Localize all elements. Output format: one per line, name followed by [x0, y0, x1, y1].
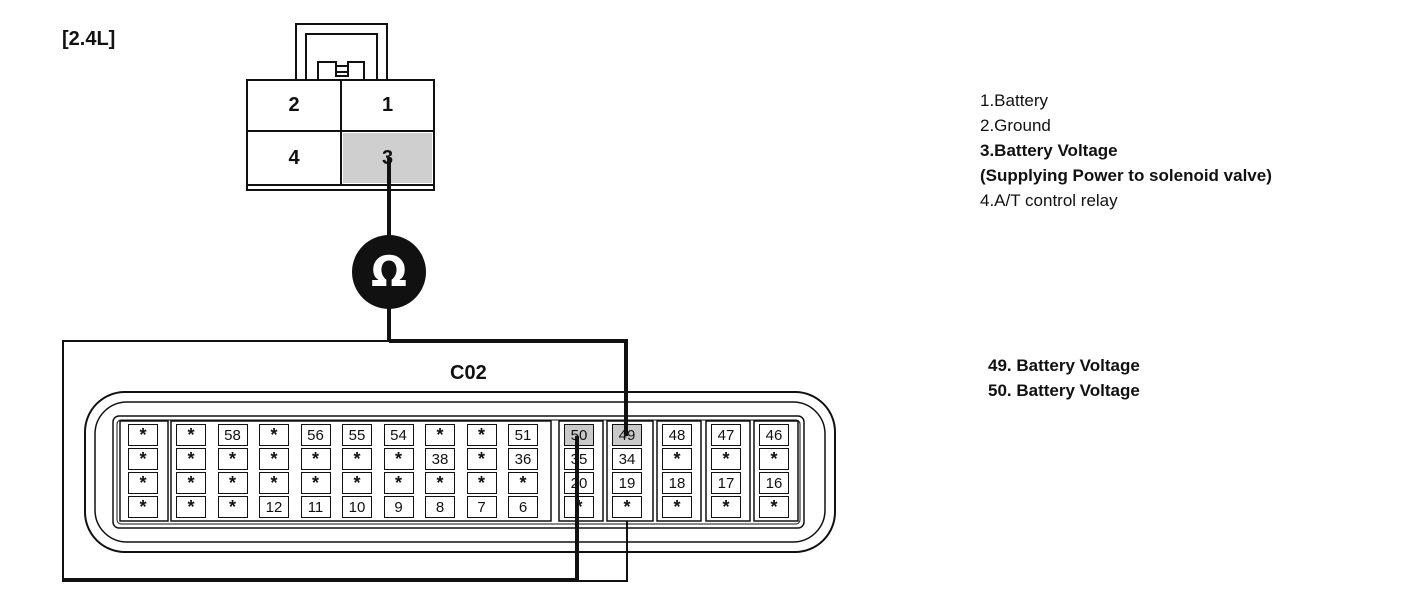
cavity-4: 4	[288, 146, 300, 169]
legend-item-3-note: (Supplying Power to solenoid valve)	[980, 166, 1272, 185]
pin-unused: *	[342, 472, 372, 494]
pin-unused: *	[508, 472, 538, 494]
pin-50: 50	[564, 424, 594, 446]
pin-12: 12	[259, 496, 289, 518]
ohm-symbol: Ω	[371, 247, 407, 296]
pin-unused: *	[128, 448, 158, 470]
pin-unused: *	[466, 448, 497, 470]
pin-47: 47	[711, 424, 741, 446]
pin-35: 35	[564, 448, 594, 470]
pin-unused: *	[466, 424, 497, 446]
pin-10: 10	[342, 496, 372, 518]
pin-unused: *	[176, 496, 206, 518]
pin-unused: *	[466, 472, 497, 494]
pin-unused: *	[217, 448, 248, 470]
pin-18: 18	[662, 472, 692, 494]
top-connector-body	[246, 79, 435, 191]
pin-unused: *	[759, 448, 789, 470]
pin-unused: *	[342, 448, 372, 470]
pin-legend-top: 1.Battery 2.Ground 3.Battery Voltage (Su…	[980, 88, 1272, 213]
pin-34: 34	[612, 448, 642, 470]
pin-unused: *	[259, 448, 289, 470]
pin-unused: *	[383, 472, 414, 494]
pin-unused: *	[383, 448, 414, 470]
pin-19: 19	[612, 472, 642, 494]
pin-55: 55	[342, 424, 372, 446]
pin-9: 9	[383, 496, 414, 518]
pin-unused: *	[217, 472, 248, 494]
pin-38: 38	[425, 448, 455, 470]
pin-unused: *	[128, 472, 158, 494]
pin-11: 11	[300, 496, 331, 518]
pin-legend-bottom: 49. Battery Voltage 50. Battery Voltage	[988, 353, 1140, 403]
pin-unused: *	[425, 424, 455, 446]
pin-unused: *	[612, 496, 642, 518]
pin-unused: *	[300, 448, 331, 470]
legend-pin-49: 49. Battery Voltage	[988, 356, 1140, 375]
pin-unused: *	[128, 424, 158, 446]
legend-item-3: 3.Battery Voltage	[980, 141, 1118, 160]
pin-unused: *	[662, 448, 692, 470]
pin-48: 48	[662, 424, 692, 446]
pin-unused: *	[564, 496, 594, 518]
pin-7: 7	[466, 496, 497, 518]
pin-unused: *	[662, 496, 692, 518]
pin-unused: *	[176, 424, 206, 446]
pin-17: 17	[711, 472, 741, 494]
pin-56: 56	[300, 424, 331, 446]
pin-unused: *	[425, 472, 455, 494]
pin-58: 58	[217, 424, 248, 446]
cavity-2: 2	[288, 94, 300, 116]
cavity-1: 1	[381, 94, 394, 116]
pin-36: 36	[508, 448, 538, 470]
pin-6: 6	[508, 496, 538, 518]
legend-item-2: 2.Ground	[980, 116, 1051, 135]
pin-unused: *	[259, 424, 289, 446]
legend-item-1: 1.Battery	[980, 91, 1049, 110]
pin-unused: *	[711, 448, 741, 470]
pin-54: 54	[383, 424, 414, 446]
pin-unused: *	[711, 496, 741, 518]
pin-unused: *	[300, 472, 331, 494]
top-connector-latch	[295, 23, 388, 80]
pin-46: 46	[759, 424, 789, 446]
pin-16: 16	[759, 472, 789, 494]
c02-connector-label: C02	[450, 362, 487, 384]
legend-item-4: 4.A/T control relay	[980, 191, 1118, 210]
pin-unused: *	[759, 496, 789, 518]
pin-49: 49	[612, 424, 642, 446]
pin-unused: *	[217, 496, 248, 518]
section-header: [2.4L]	[62, 28, 116, 50]
pin-unused: *	[128, 496, 158, 518]
pin-unused: *	[176, 448, 206, 470]
pin-unused: *	[176, 472, 206, 494]
cavity-3: 3	[343, 133, 432, 183]
pin-51: 51	[508, 424, 538, 446]
legend-pin-50: 50. Battery Voltage	[988, 381, 1140, 400]
pin-20: 20	[564, 472, 594, 494]
pin-8: 8	[425, 496, 455, 518]
pin-unused: *	[259, 472, 289, 494]
